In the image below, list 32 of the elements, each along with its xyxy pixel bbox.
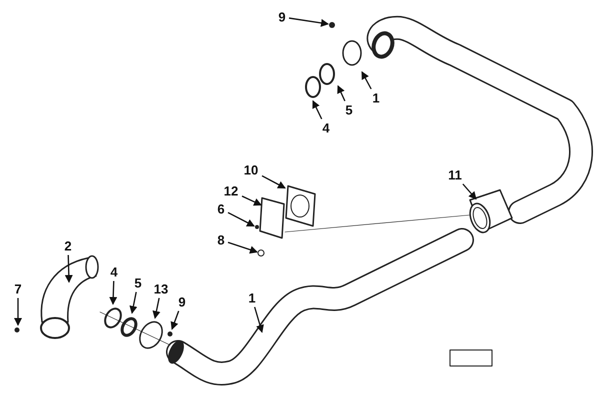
callout-number: 9 (178, 294, 186, 310)
leader-arrow (312, 100, 322, 120)
callout-number: 7 (14, 282, 22, 296)
callout-number: 4 (322, 120, 330, 136)
callout-number: 5 (134, 276, 142, 290)
leader-arrow (462, 184, 477, 200)
leader-arrow (337, 85, 346, 102)
leader-arrow (14, 298, 22, 326)
callout-number: 8 (217, 232, 225, 248)
leader-arrow (109, 280, 118, 305)
leader-arrow (170, 310, 180, 330)
callout-number: 9 (278, 10, 286, 24)
callout-number: 2 (64, 238, 72, 254)
leader-arrow (228, 212, 255, 227)
leader-arrow (228, 242, 258, 254)
leader-arrow (64, 254, 73, 283)
leader-arrow (152, 298, 160, 319)
leader-arrow (361, 71, 372, 90)
callout-number: 12 (224, 184, 238, 198)
callout-number: 10 (244, 162, 258, 178)
callout-number: 4 (110, 264, 118, 280)
leader-arrow (288, 17, 329, 27)
callout-number: 13 (154, 282, 168, 296)
callout-number: 6 (217, 202, 225, 216)
leader-arrow (242, 196, 262, 206)
leader-arrow (262, 175, 286, 189)
leader-arrow (129, 292, 138, 314)
callout-number: 1 (248, 290, 256, 306)
callout-number: 1 (372, 90, 380, 106)
callout-number: 11 (448, 168, 462, 182)
callout-number: 5 (345, 102, 353, 118)
leader-arrow (254, 306, 264, 333)
